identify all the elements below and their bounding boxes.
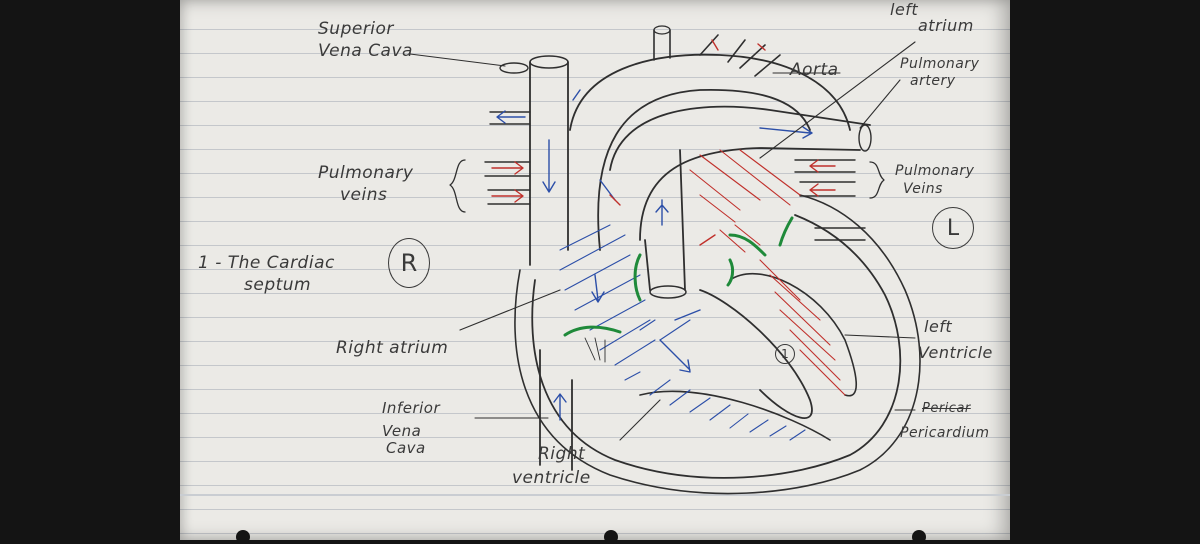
binder-hole — [912, 530, 926, 544]
aorta-branch-1 — [653, 29, 671, 61]
aortic-valve-ring — [649, 285, 687, 299]
label-left-ventricle-line1: left — [924, 317, 953, 336]
label-pulmonary-veins-right: Pulmonary Veins — [895, 162, 974, 198]
aortic-arch-inner — [597, 88, 811, 251]
heart-valves — [563, 216, 794, 337]
left-ventricle-inner — [729, 272, 857, 397]
label-aorta: Aorta — [790, 60, 839, 80]
label-pulmonary-veins-right-line1: Pulmonary — [895, 163, 975, 179]
svc-top-tube — [499, 62, 529, 74]
label-superior-vena-cava-line2: Vena Cava — [318, 41, 413, 61]
label-inferior-vena-cava-line3: Cava — [386, 439, 426, 457]
leader-lines — [409, 41, 916, 441]
pulmonary-artery-end — [858, 124, 872, 152]
pulmonary-veins-right — [484, 111, 531, 205]
pulmonary-veins-right-brace — [449, 159, 466, 213]
left-side-marker-text: L — [946, 215, 960, 241]
aorta-branch-2 — [699, 34, 746, 63]
label-inferior-vena-cava: Inferior Vena Cava — [382, 400, 440, 457]
label-septum-note-line2: septum — [244, 275, 312, 295]
label-pulmonary-artery-line1: Pulmonary — [900, 56, 980, 72]
label-pericardium: Pericardium — [900, 425, 990, 441]
label-septum-note-line1: 1 - The Cardiac — [198, 253, 335, 273]
left-side-marker: L — [932, 207, 974, 249]
pericardium-outline — [514, 194, 921, 495]
deoxygenated-hatching — [559, 224, 806, 441]
septum-number-marker-text: 1 — [781, 347, 789, 361]
label-left-atrium-line1: left — [890, 0, 919, 19]
oxygenated-flow-arrows — [491, 39, 836, 246]
pulmonary-veins-left — [794, 159, 866, 241]
notebook-page — [180, 0, 1010, 540]
label-superior-vena-cava-line1: Superior — [318, 19, 394, 39]
label-septum-note: 1 - The Cardiac septum — [198, 252, 335, 296]
interventricular-septum — [699, 289, 813, 419]
label-right-atrium: Right atrium — [336, 338, 449, 358]
label-right-ventricle-line1: Right — [538, 444, 586, 464]
aorta-branch-3 — [739, 44, 781, 77]
right-side-marker-text: R — [400, 249, 418, 277]
svc-opening — [529, 55, 569, 69]
chordae-tendineae — [584, 337, 606, 363]
label-pulmonary-veins-left-line2: veins — [340, 185, 388, 205]
right-side-marker: R — [388, 238, 430, 288]
label-pulmonary-veins-right-line2: Veins — [903, 181, 943, 197]
label-left-ventricle-line2: Ventricle — [918, 343, 993, 362]
ascending-aorta — [644, 149, 686, 291]
oxygenated-hatching — [689, 149, 846, 396]
inferior-vena-cava — [539, 349, 573, 471]
label-inferior-vena-cava-line1: Inferior — [382, 399, 441, 417]
pulmonary-veins-left-brace — [869, 161, 885, 199]
label-superior-vena-cava: Superior Vena Cava — [318, 18, 413, 62]
septum-number-marker: 1 — [775, 344, 795, 364]
septum-lower — [639, 390, 831, 441]
label-pulmonary-veins-left: Pulmonary veins — [318, 162, 413, 206]
pulmonary-artery — [609, 105, 871, 241]
label-right-ventricle: Right ventricle — [512, 442, 591, 490]
heart-wall — [531, 214, 902, 479]
label-pulmonary-veins-left-line1: Pulmonary — [318, 163, 414, 183]
label-left-atrium-line2: atrium — [918, 16, 974, 35]
page-margin-line — [180, 494, 1010, 496]
label-pulmonary-artery: Pulmonary artery — [900, 56, 979, 90]
binder-hole — [236, 530, 250, 544]
aortic-arch — [569, 53, 851, 131]
label-pulmonary-artery-line2: artery — [910, 73, 956, 89]
superior-vena-cava — [529, 61, 569, 266]
binder-hole — [604, 530, 618, 544]
label-left-atrium: left atrium — [890, 2, 974, 34]
aorta-branch-1-top — [653, 25, 671, 35]
label-inferior-vena-cava-line2: Vena — [382, 422, 422, 440]
label-pericardium-struck: Pericar — [922, 401, 971, 416]
label-right-ventricle-line2: ventricle — [512, 468, 591, 488]
label-left-ventricle: left Ventricle — [918, 314, 993, 366]
